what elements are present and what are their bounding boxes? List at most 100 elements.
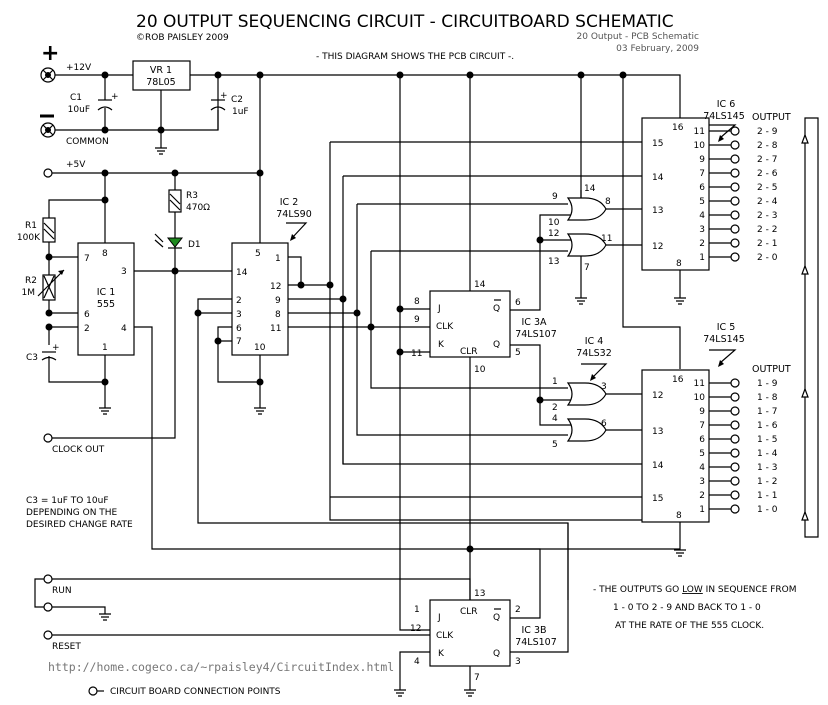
ic6-output-label: 2 - 9 bbox=[757, 127, 778, 137]
ic2-name: IC 2 bbox=[280, 197, 299, 208]
svg-text:5: 5 bbox=[255, 249, 261, 259]
pointer-arrow-icon bbox=[709, 349, 737, 364]
ic5-output-label: 1 - 9 bbox=[757, 379, 778, 389]
vr1-name: VR 1 bbox=[150, 65, 172, 76]
svg-text:Q: Q bbox=[493, 304, 500, 314]
ic6-output-terminal[interactable] bbox=[730, 182, 740, 192]
ic4-name: IC 4 bbox=[585, 336, 604, 347]
ic6-output-terminal[interactable] bbox=[730, 196, 740, 206]
ground-icon bbox=[99, 407, 111, 415]
terminal-run-gnd[interactable] bbox=[43, 602, 53, 612]
svg-text:5: 5 bbox=[515, 348, 521, 358]
svg-text:8: 8 bbox=[676, 259, 682, 269]
ic6-output-label: 2 - 0 bbox=[757, 253, 778, 263]
wire-12v-rail bbox=[55, 74, 681, 118]
c3-note-line1: C3 = 1uF TO 10uF bbox=[26, 496, 109, 506]
label-common: COMMON bbox=[66, 137, 109, 147]
or-gate-3 bbox=[566, 382, 607, 406]
ic5-output-terminal[interactable] bbox=[730, 490, 740, 500]
label-5v: +5V bbox=[66, 160, 86, 170]
svg-text:CLK: CLK bbox=[436, 631, 454, 641]
ic3b-74ls107 bbox=[429, 599, 511, 667]
svg-text:1: 1 bbox=[414, 605, 420, 615]
svg-text:2: 2 bbox=[552, 403, 558, 413]
ground-icon bbox=[155, 147, 167, 155]
ic6-name: IC 6 bbox=[717, 99, 736, 110]
source-url[interactable]: http://home.cogeco.ca/~rpaisley4/Circuit… bbox=[48, 660, 394, 674]
light-rays-icon bbox=[154, 233, 164, 248]
ic6-pin-number: 6 bbox=[699, 183, 705, 193]
svg-text:14: 14 bbox=[236, 268, 248, 278]
ic6-output-terminal[interactable] bbox=[730, 252, 740, 262]
pointer-arrow-icon bbox=[286, 222, 308, 239]
svg-text:13: 13 bbox=[652, 206, 663, 216]
ic6-output-terminal[interactable] bbox=[730, 126, 740, 136]
sequence-note-line2: 1 - 0 TO 2 - 9 AND BACK TO 1 - 0 bbox=[613, 603, 761, 613]
ic6-output-terminal[interactable] bbox=[730, 238, 740, 248]
ic5-output-terminal[interactable] bbox=[730, 392, 740, 402]
ic5-output-label: 1 - 2 bbox=[757, 477, 777, 487]
svg-text:8: 8 bbox=[676, 511, 682, 521]
svg-text:2: 2 bbox=[515, 605, 521, 615]
ground-icon bbox=[575, 297, 587, 305]
ic5-output-terminal[interactable] bbox=[730, 420, 740, 430]
svg-text:K: K bbox=[438, 649, 445, 659]
ic2-74ls90 bbox=[231, 242, 289, 356]
svg-text:15: 15 bbox=[652, 139, 663, 149]
ic5-output-terminal[interactable] bbox=[730, 476, 740, 486]
svg-text:7: 7 bbox=[474, 673, 480, 683]
ic3a-name: IC 3A bbox=[522, 317, 547, 328]
r2-value: 1M bbox=[22, 288, 36, 298]
ic6-output-terminal[interactable] bbox=[730, 154, 740, 164]
ic6-output-terminal[interactable] bbox=[730, 140, 740, 150]
ic6-output-terminal[interactable] bbox=[730, 224, 740, 234]
or-gate-4 bbox=[566, 418, 607, 442]
ic5-output-terminal[interactable] bbox=[730, 434, 740, 444]
terminal-reset[interactable] bbox=[43, 630, 53, 640]
c1-value: 10uF bbox=[68, 105, 90, 115]
label-reset: RESET bbox=[52, 642, 81, 652]
svg-text:11: 11 bbox=[411, 349, 422, 359]
terminal-common[interactable] bbox=[40, 122, 56, 138]
diagram-note: - THIS DIAGRAM SHOWS THE PCB CIRCUIT -. bbox=[316, 52, 514, 62]
ic5-output-terminal[interactable] bbox=[730, 406, 740, 416]
ic5-output-label: 1 - 6 bbox=[757, 421, 778, 431]
legend-label: CIRCUIT BOARD CONNECTION POINTS bbox=[110, 687, 281, 697]
ic6-output-label: 2 - 4 bbox=[757, 197, 778, 207]
svg-text:6: 6 bbox=[515, 298, 521, 308]
terminal-run[interactable] bbox=[43, 574, 53, 584]
resistor-r1 bbox=[42, 217, 56, 243]
ic5-output-terminal[interactable] bbox=[730, 504, 740, 514]
ic6-pin-number: 2 bbox=[699, 239, 705, 249]
ic5-output-label: 1 - 4 bbox=[757, 449, 778, 459]
svg-text:6: 6 bbox=[601, 419, 607, 429]
svg-text:12: 12 bbox=[652, 391, 663, 401]
svg-text:14: 14 bbox=[652, 173, 664, 183]
ic5-output-label: 1 - 8 bbox=[757, 393, 778, 403]
ic5-output-terminal[interactable] bbox=[730, 378, 740, 388]
svg-text:8: 8 bbox=[414, 297, 420, 307]
ic5-pin-number: 9 bbox=[699, 407, 705, 417]
arrow-up-icon bbox=[801, 387, 809, 398]
connection-point-icon bbox=[88, 686, 98, 696]
svg-text:7: 7 bbox=[84, 254, 90, 264]
svg-text:9: 9 bbox=[414, 315, 420, 325]
ic6-pin-number: 11 bbox=[694, 127, 705, 137]
svg-text:10: 10 bbox=[548, 218, 560, 228]
svg-text:8: 8 bbox=[605, 197, 611, 207]
ic5-output-terminal[interactable] bbox=[730, 448, 740, 458]
ground-icon bbox=[394, 689, 406, 697]
svg-text:12: 12 bbox=[410, 624, 421, 634]
terminal-5v[interactable] bbox=[43, 168, 53, 178]
capacitor-c1: + bbox=[97, 92, 119, 111]
wire-vcc-j-k bbox=[399, 75, 430, 631]
ic5-output-terminal[interactable] bbox=[730, 462, 740, 472]
svg-text:14: 14 bbox=[652, 461, 664, 471]
terminal-clock-out[interactable] bbox=[43, 433, 53, 443]
ic6-output-terminal[interactable] bbox=[730, 168, 740, 178]
terminal-12v[interactable] bbox=[40, 67, 56, 83]
svg-text:3: 3 bbox=[515, 657, 521, 667]
svg-text:+: + bbox=[220, 91, 228, 101]
ic6-pin-number: 10 bbox=[694, 141, 706, 151]
ic6-output-terminal[interactable] bbox=[730, 210, 740, 220]
